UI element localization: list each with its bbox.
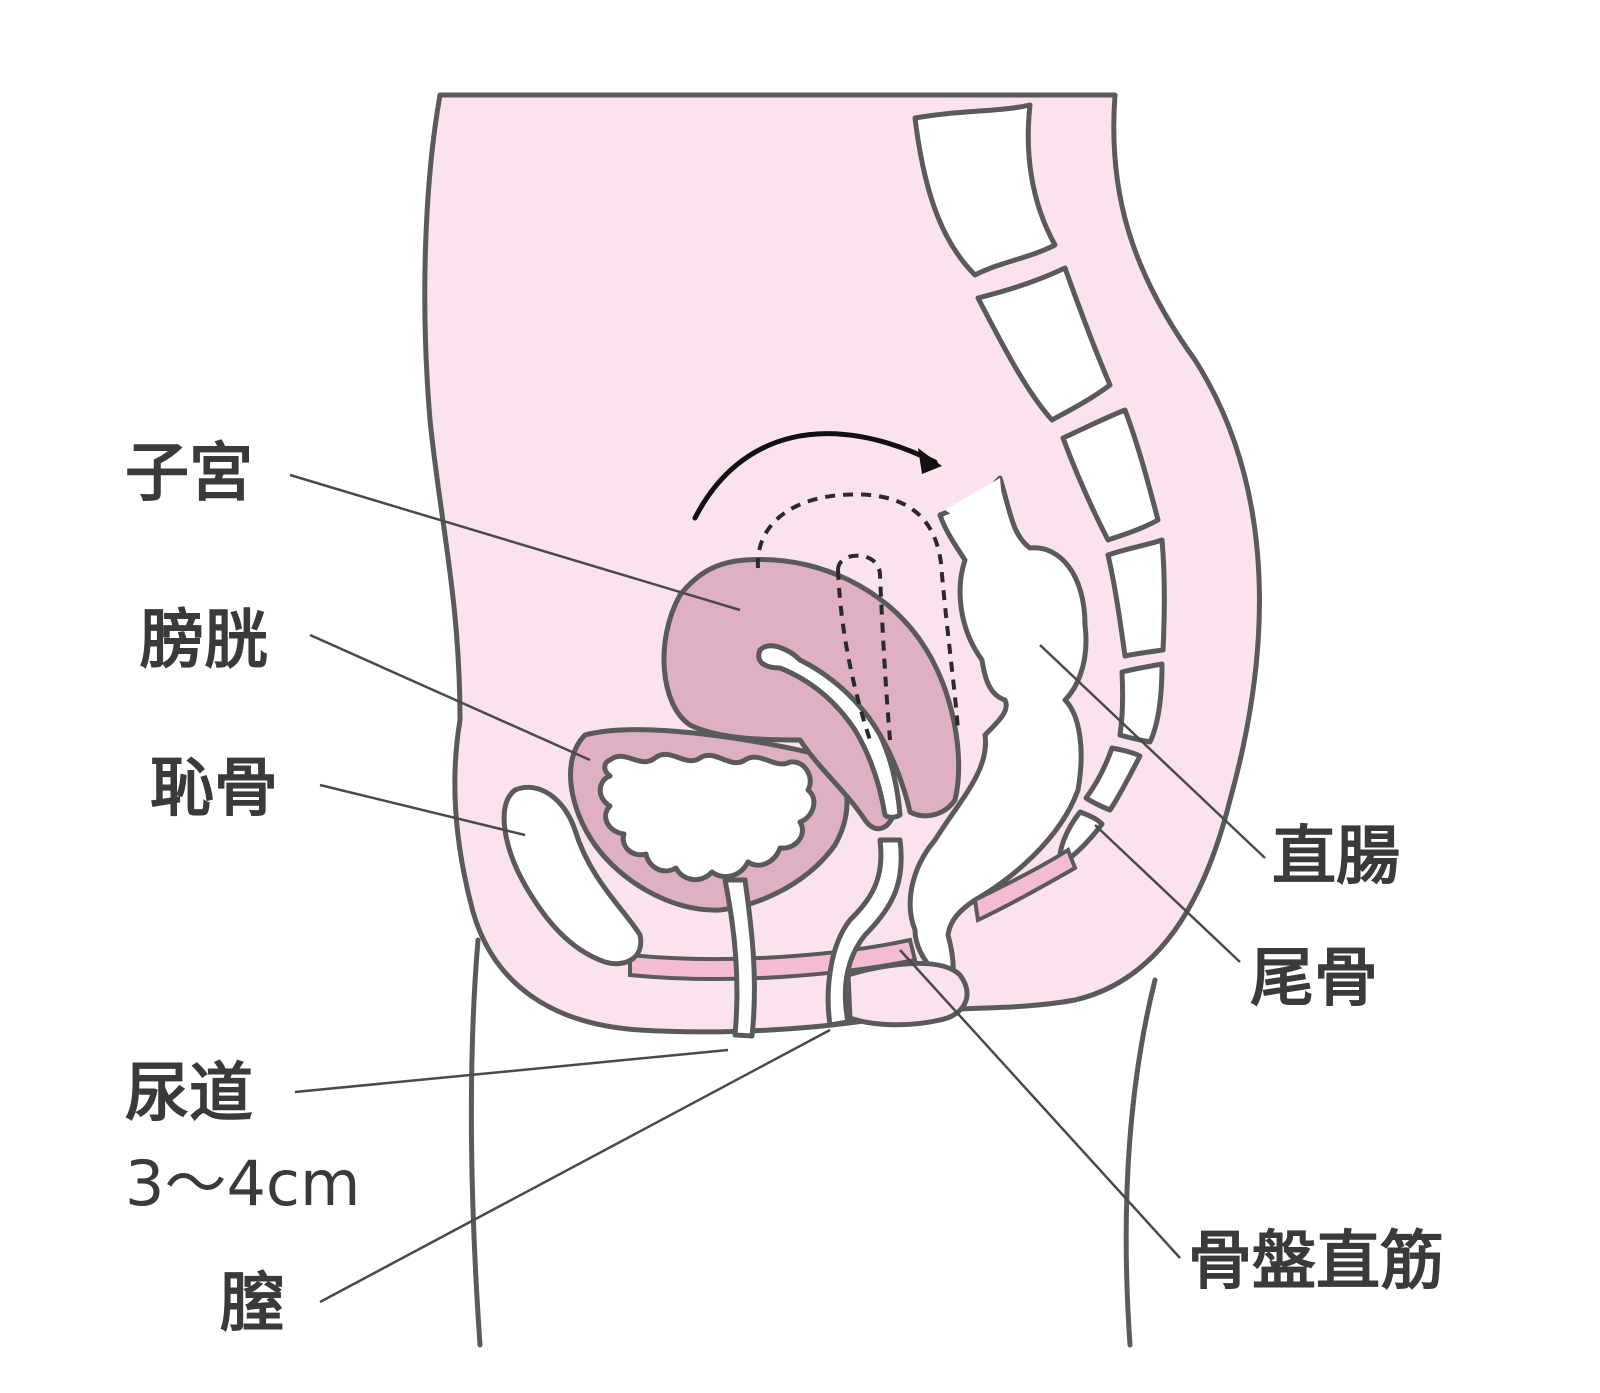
label-vagina: 膣 <box>220 1267 284 1341</box>
uterus-dotted-inner <box>836 553 892 741</box>
leader-rectum <box>1039 644 1266 859</box>
urethra <box>722 877 757 1039</box>
pubic-bone <box>501 784 644 967</box>
label-uterus: 子宮 <box>125 437 253 511</box>
leader-pubic-bone <box>319 783 526 837</box>
arrow-head <box>918 448 942 474</box>
leader-pelvic-muscle <box>899 949 1181 1259</box>
label-urethra: 尿道 <box>125 1057 253 1131</box>
leader-vagina <box>319 1028 831 1304</box>
uterus-dotted-inner-left <box>836 569 872 741</box>
label-pubic-bone: 恥骨 <box>150 752 278 826</box>
right-leg-line <box>1123 977 1158 1348</box>
leader-coccyx <box>1094 824 1241 963</box>
uterine-passage <box>756 643 903 820</box>
vagina <box>825 837 904 1028</box>
leader-uterus <box>289 473 741 612</box>
sacrum <box>912 102 1167 868</box>
label-pelvic-muscle: 骨盤直筋 <box>1188 1225 1444 1299</box>
pelvic-floor-muscle-right <box>972 846 1078 923</box>
label-bladder: 膀胱 <box>140 604 268 678</box>
label-urethra-length: 3～4cm <box>125 1147 360 1220</box>
rectum-notch <box>945 478 1002 520</box>
label-coccyx: 尾骨 <box>1250 942 1378 1016</box>
motion-arrow <box>692 431 938 521</box>
left-leg-line <box>468 937 483 1348</box>
leader-urethra <box>294 1048 729 1094</box>
uterus-dotted-outline <box>755 492 960 731</box>
leader-bladder <box>309 633 591 762</box>
bladder-interior <box>597 751 817 883</box>
label-rectum: 直腸 <box>1272 820 1400 894</box>
perineum <box>845 960 970 1028</box>
